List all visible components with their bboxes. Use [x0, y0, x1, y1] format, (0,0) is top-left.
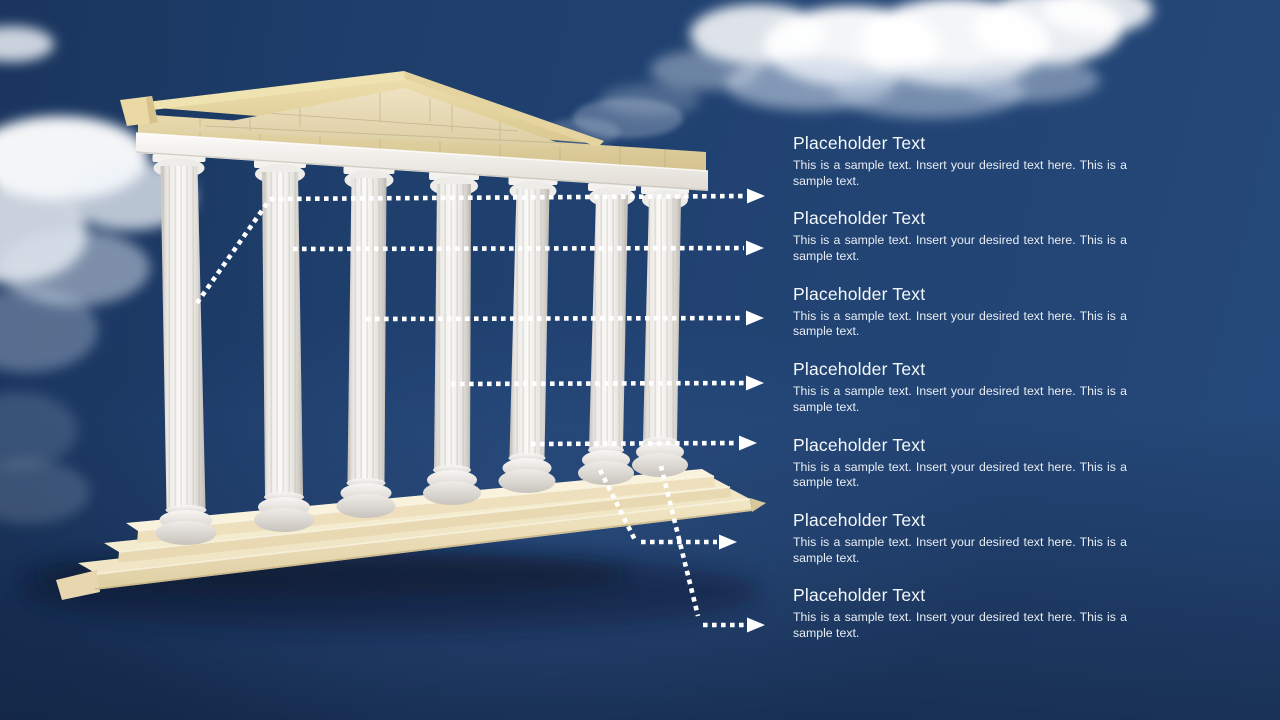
item-title: Placeholder Text — [793, 283, 926, 304]
connector-arrow-5 — [530, 435, 757, 451]
connector-arrow-7 — [658, 465, 765, 633]
column-5 — [498, 177, 558, 493]
connector-arrow-6 — [597, 468, 737, 550]
item-body: This is a sample text. Insert your desir… — [793, 308, 1127, 339]
temple-pediment — [120, 71, 709, 191]
item-title: Placeholder Text — [793, 510, 926, 530]
connector-arrow-3 — [365, 310, 764, 326]
connector-arrow-2 — [292, 240, 764, 256]
item-body: This is a sample text. Insert your desir… — [793, 535, 1127, 565]
item-body: This is a sample text. Insert your desir… — [793, 610, 1127, 640]
connector-arrows — [195, 188, 765, 633]
item-title: Placeholder Text — [793, 208, 926, 229]
item-title: Placeholder Text — [793, 359, 926, 380]
connector-arrow-1 — [195, 188, 765, 305]
greek-temple — [20, 71, 766, 632]
item-title: Placeholder Text — [793, 434, 926, 455]
item-body: This is a sample text. Insert your desir… — [793, 459, 1127, 490]
list-item-5: Placeholder Text This is a sample text. … — [793, 433, 1127, 491]
item-body: This is a sample text. Insert your desir… — [793, 158, 1127, 188]
column-2 — [254, 160, 314, 532]
item-body: This is a sample text. Insert your desir… — [793, 384, 1127, 414]
list-item-1: Placeholder Text This is a sample text. … — [793, 131, 1127, 189]
column-4 — [423, 172, 481, 505]
item-title: Placeholder Text — [793, 585, 926, 606]
list-item-6: Placeholder Text This is a sample text. … — [793, 508, 1127, 566]
list-item-2: Placeholder Text This is a sample text. … — [793, 206, 1127, 264]
cloud-top-right — [600, 0, 1153, 118]
list-item-3: Placeholder Text This is a sample text. … — [793, 282, 1127, 340]
column-1 — [152, 154, 217, 545]
item-title: Placeholder Text — [793, 133, 926, 153]
item-body: This is a sample text. Insert your desir… — [793, 233, 1127, 263]
connector-arrow-4 — [450, 375, 764, 391]
column-3 — [336, 166, 396, 518]
list-item-7: Placeholder Text This is a sample text. … — [793, 583, 1127, 641]
list-item-4: Placeholder Text This is a sample text. … — [793, 357, 1127, 415]
